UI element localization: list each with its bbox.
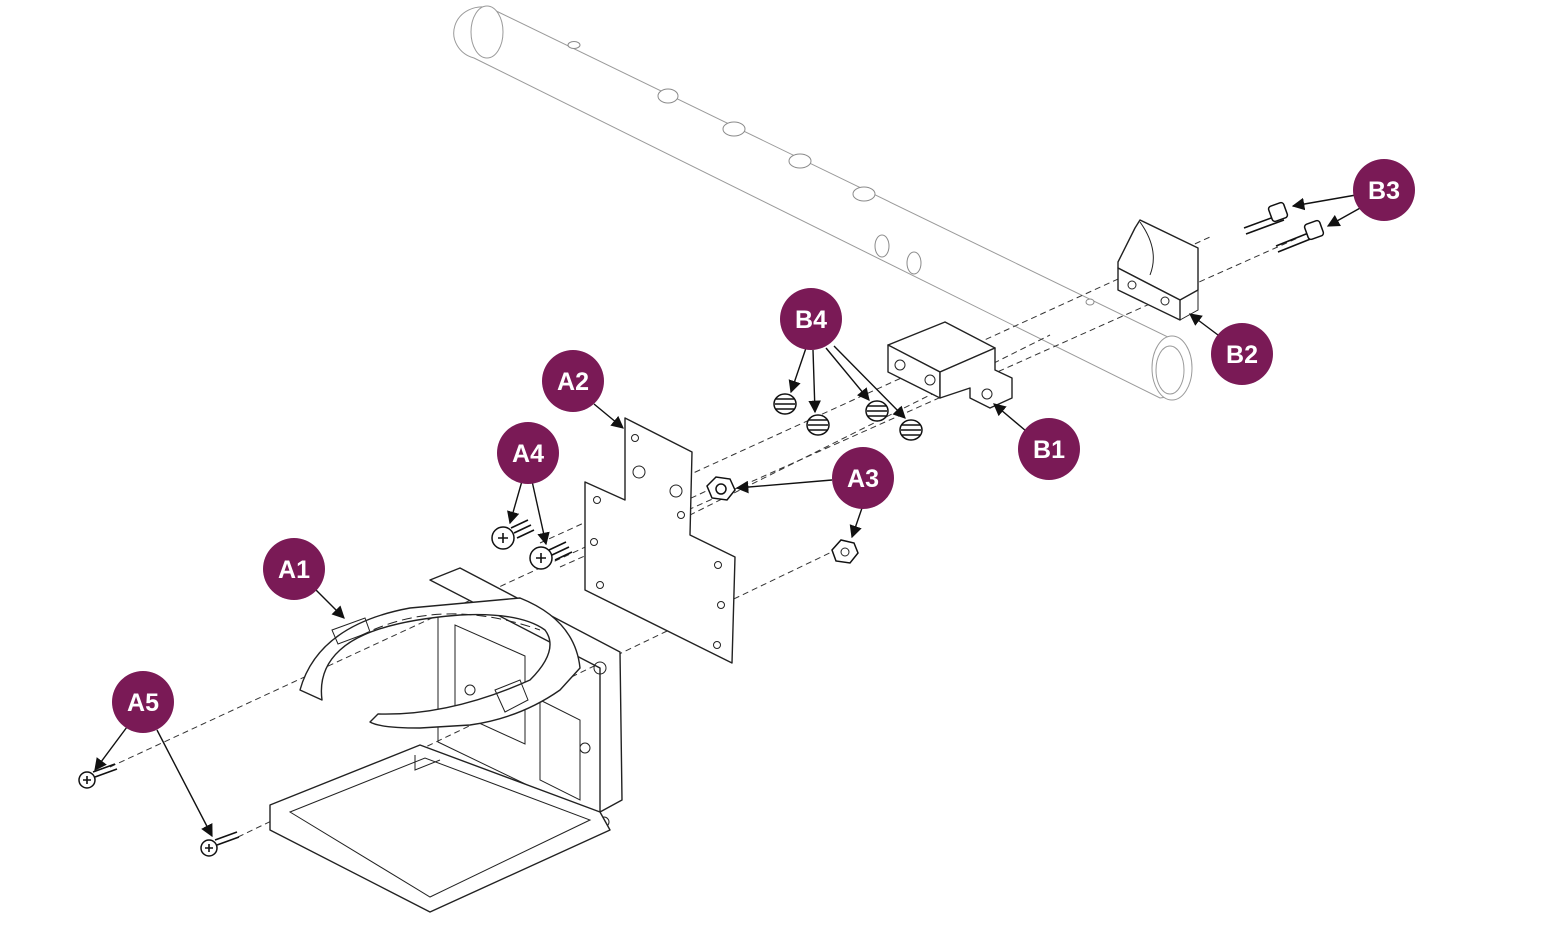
- set-screw-b4-4: [899, 419, 923, 441]
- screw-a5-right: [200, 831, 240, 857]
- callout-b1: B1: [1018, 418, 1080, 480]
- set-screw-b4-3: [865, 400, 889, 422]
- callout-a1: A1: [263, 538, 325, 600]
- callout-a4: A4: [497, 422, 559, 484]
- leader-lines: [94, 194, 1363, 838]
- callout-a3: A3: [832, 447, 894, 509]
- svg-text:A2: A2: [557, 368, 589, 396]
- svg-text:A1: A1: [278, 556, 310, 584]
- screw-a4-upper: [491, 519, 535, 550]
- svg-text:B4: B4: [795, 306, 827, 334]
- callout-b3: B3: [1353, 159, 1415, 221]
- svg-text:B1: B1: [1033, 436, 1065, 464]
- svg-text:B2: B2: [1226, 341, 1258, 369]
- callout-b2: B2: [1211, 323, 1273, 385]
- callout-b4: B4: [780, 288, 842, 350]
- svg-text:A3: A3: [847, 465, 879, 493]
- nut-a3-lower: [831, 539, 859, 564]
- set-screw-b4-1: [773, 393, 797, 415]
- screw-b3-lower: [1275, 219, 1325, 253]
- mount-block-b1: [887, 321, 1013, 409]
- screw-b3-upper: [1243, 201, 1289, 235]
- callout-a2: A2: [542, 350, 604, 412]
- nut-a3-upper: [706, 476, 736, 501]
- clamp-bracket-b2: [1117, 219, 1199, 321]
- callout-a5: A5: [112, 671, 174, 733]
- set-screw-b4-2: [806, 414, 830, 436]
- armrest-tube: [453, 5, 1193, 401]
- screw-a5-left: [78, 763, 118, 789]
- svg-text:A4: A4: [512, 440, 544, 468]
- mounting-plate-a2: [584, 417, 736, 664]
- svg-text:A5: A5: [127, 689, 159, 717]
- cup-holder-a1: [269, 567, 623, 913]
- svg-text:B3: B3: [1368, 177, 1400, 205]
- screw-a4-lower: [529, 541, 573, 570]
